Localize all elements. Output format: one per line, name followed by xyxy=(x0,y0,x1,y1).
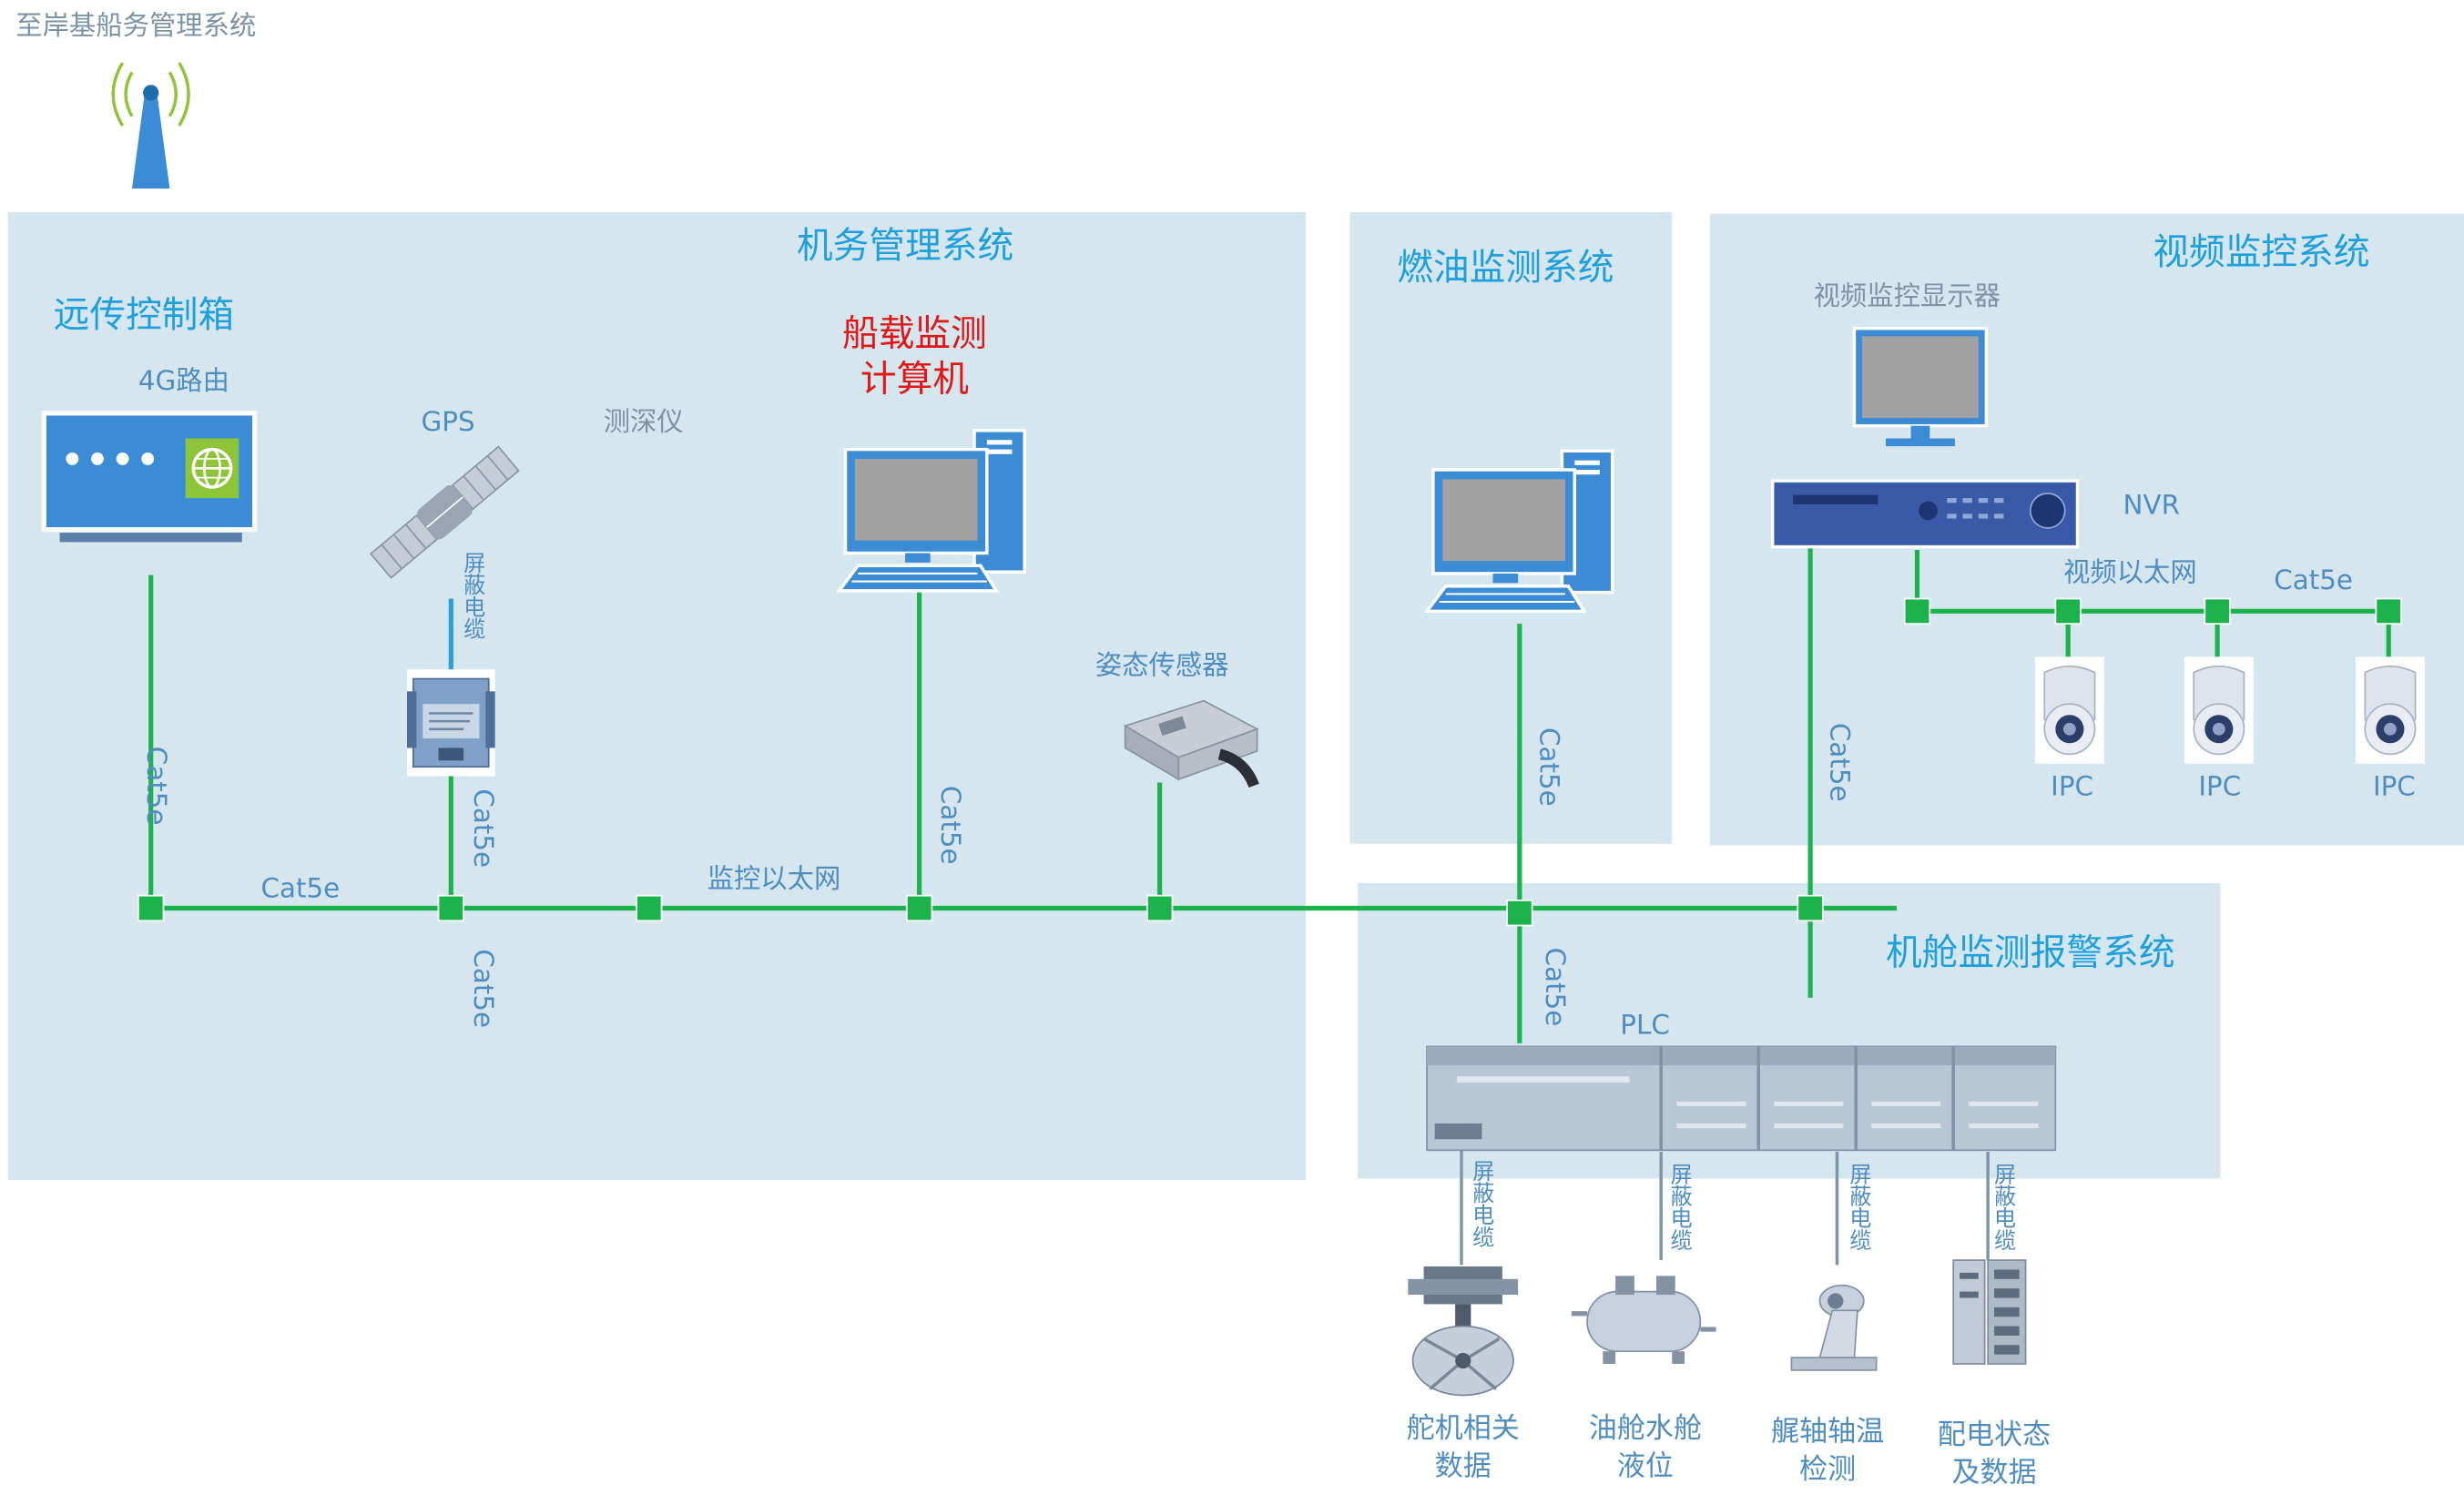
depth-sounder-label: 测深仪 xyxy=(603,406,684,439)
cabin-alarm-title: 机舱监测报警系统 xyxy=(1885,933,2175,974)
onboard-computer-label: 船载监测 计算机 xyxy=(842,314,987,402)
engine-mgmt-panel xyxy=(7,211,1307,1181)
fuel-monitor-title: 燃油监测系统 xyxy=(1397,248,1614,290)
video-ethernet-label: 视频以太网 xyxy=(2062,557,2197,590)
engine-mgmt-title: 机务管理系统 xyxy=(796,226,1014,268)
rudder-machine-icon xyxy=(1408,1266,1519,1397)
ipc-label-3: IPC xyxy=(2372,771,2416,803)
shielded-cable-label-3: 屏蔽电缆 xyxy=(1846,1163,1872,1251)
power-caption: 配电状态 及数据 xyxy=(1937,1419,2052,1490)
monitor-ethernet-label: 监控以太网 xyxy=(707,864,841,896)
tank-caption: 油舱水舱 液位 xyxy=(1588,1412,1703,1484)
remote-box-label: 远传控制箱 xyxy=(53,295,235,337)
shaft-caption: 艉轴轴温 检测 xyxy=(1770,1415,1885,1487)
gps-cable-label: 屏蔽电缆 xyxy=(460,551,486,640)
cat5e-label-plc: Cat5e xyxy=(1538,947,1571,1027)
video-monitor-title: 视频监控系统 xyxy=(2153,232,2370,274)
shielded-cable-label-1: 屏蔽电缆 xyxy=(1469,1159,1495,1248)
ipc-camera-icon xyxy=(2034,656,2104,764)
attitude-sensor-icon xyxy=(1123,699,1259,788)
router-4g-label: 4G路由 xyxy=(137,366,229,398)
cat5e-label-horizontal: Cat5e xyxy=(260,873,341,906)
satellite-icon xyxy=(370,445,520,579)
ipc-label-1: IPC xyxy=(2051,771,2094,803)
shaft-sensor-icon xyxy=(1790,1284,1878,1371)
router-icon xyxy=(41,411,258,543)
ipc-camera-icon xyxy=(2184,656,2254,764)
rudder-caption: 舵机相关 数据 xyxy=(1406,1412,1520,1484)
plc-label: PLC xyxy=(1620,1010,1670,1042)
cat5e-label-nvr: Cat5e xyxy=(1822,722,1855,802)
cat5e-label-video: Cat5e xyxy=(2274,565,2353,597)
cat5e-label-fuel: Cat5e xyxy=(1532,727,1564,807)
ipc-camera-icon xyxy=(2355,656,2425,764)
cat5e-label-computer: Cat5e xyxy=(933,785,965,865)
fuel-monitor-computer-icon xyxy=(1423,449,1614,614)
nvr-label: NVR xyxy=(2123,490,2180,522)
nvr-icon xyxy=(1770,479,2080,549)
video-display-label: 视频监控显示器 xyxy=(1813,280,2001,313)
cat5e-label-gps-down: Cat5e xyxy=(466,949,499,1029)
plc-unit-icon xyxy=(1426,1045,2057,1152)
shielded-cable-label-2: 屏蔽电缆 xyxy=(1667,1163,1693,1251)
video-display-icon xyxy=(1852,326,1989,447)
gps-label: GPS xyxy=(421,406,475,439)
onboard-computer-icon xyxy=(836,429,1026,593)
cat5e-label-gps-up: Cat5e xyxy=(466,788,499,869)
ipc-label-2: IPC xyxy=(2198,771,2242,803)
cat5e-label-router: Cat5e xyxy=(139,746,172,826)
switchboard-icon xyxy=(1952,1259,2027,1365)
shore-system-label: 至岸基船务管理系统 xyxy=(15,11,257,43)
attitude-sensor-label: 姿态传感器 xyxy=(1095,650,1229,682)
shielded-cable-label-4: 屏蔽电缆 xyxy=(1991,1163,2017,1251)
tank-icon xyxy=(1571,1276,1716,1364)
antenna-tower-icon xyxy=(111,62,190,189)
gps-receiver-icon xyxy=(406,669,495,777)
